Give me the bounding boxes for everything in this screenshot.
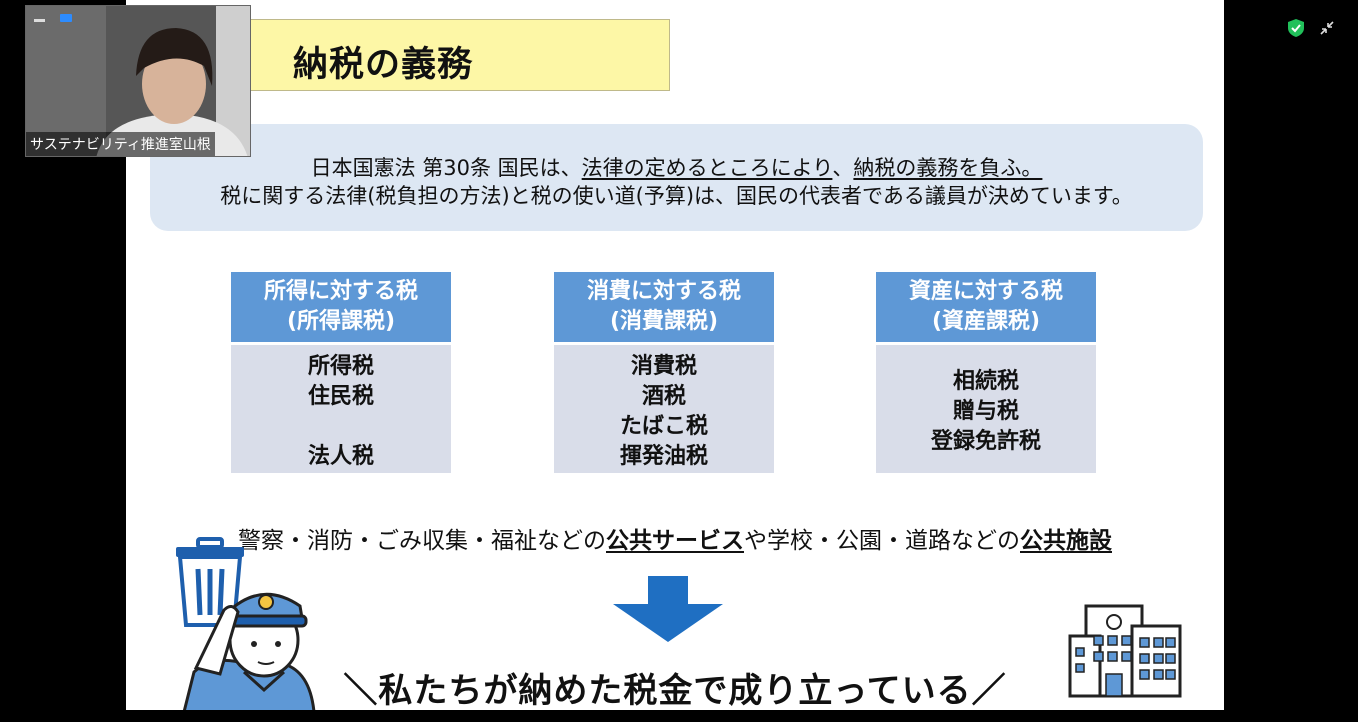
category-consumption-tax: 消費に対する税 (消費課税) 消費税 酒税 たばこ税 揮発油税 — [554, 272, 774, 473]
services-middle: や学校・公園・道路などの — [744, 528, 1020, 554]
tax-item: 法人税 — [307, 444, 374, 469]
category-title: 消費に対する税 — [586, 279, 741, 304]
tax-item: 酒税 — [641, 384, 686, 409]
public-services-text: 警察・消防・ごみ収集・福祉などの公共サービスや学校・公園・道路などの公共施設 — [126, 521, 1224, 555]
tax-item-spacer — [231, 412, 451, 442]
category-subtitle: (所得課税) — [286, 309, 396, 334]
participant-video-feed — [26, 6, 250, 156]
slide-title-box: 納税の義務 — [250, 19, 670, 91]
category-items: 所得税 住民税 法人税 — [231, 345, 451, 473]
police-officer-icon — [182, 592, 316, 710]
services-underlined-1: 公共サービス — [606, 528, 744, 554]
category-title: 所得に対する税 — [263, 279, 418, 304]
presentation-slide: 納税の義務 日本国憲法 第30条 国民は、法律の定めるところにより、納税の義務を… — [126, 0, 1224, 710]
category-subtitle: (消費課税) — [609, 309, 719, 334]
law-line-1: 日本国憲法 第30条 国民は、法律の定めるところにより、納税の義務を負ふ。 — [150, 152, 1203, 182]
slide-title: 納税の義務 — [293, 45, 474, 85]
tax-item: 住民税 — [307, 384, 374, 409]
category-header: 所得に対する税 (所得課税) — [231, 272, 451, 342]
services-prefix: 警察・消防・ごみ収集・福祉などの — [238, 528, 606, 554]
tax-item: 登録免許税 — [930, 429, 1041, 454]
law-quote-box: 日本国憲法 第30条 国民は、法律の定めるところにより、納税の義務を負ふ。 税に… — [150, 124, 1203, 231]
category-items: 相続税 贈与税 登録免許税 — [876, 345, 1096, 473]
tax-item: 揮発油税 — [619, 444, 708, 469]
law-prefix: 日本国憲法 第30条 国民は、 — [310, 156, 582, 180]
participant-name: サステナビリティ推進室山根 — [26, 132, 215, 156]
category-header: 消費に対する税 (消費課税) — [554, 272, 774, 342]
category-income-tax: 所得に対する税 (所得課税) 所得税 住民税 法人税 — [231, 272, 451, 473]
category-subtitle: (資産課税) — [931, 309, 1041, 334]
category-items: 消費税 酒税 たばこ税 揮発油税 — [554, 345, 774, 473]
category-header: 資産に対する税 (資産課税) — [876, 272, 1096, 342]
law-comma: 、 — [832, 156, 854, 180]
law-underlined-1: 法律の定めるところにより — [581, 156, 833, 180]
down-arrow-icon — [613, 576, 723, 642]
school-building-icon — [1068, 604, 1182, 698]
tax-item: 消費税 — [630, 354, 697, 379]
minimize-icon[interactable] — [34, 19, 45, 22]
video-tile-controls — [28, 9, 72, 25]
trash-bin-icon — [176, 537, 244, 627]
tax-item: 贈与税 — [952, 399, 1019, 424]
exit-fullscreen-icon[interactable] — [1319, 20, 1335, 36]
shield-check-icon[interactable] — [1287, 18, 1305, 38]
view-toggle-icon[interactable] — [60, 14, 72, 22]
law-line-2: 税に関する法律(税負担の方法)と税の使い道(予算)は、国民の代表者である議員が決… — [220, 184, 1133, 208]
slogan-text: ＼私たちが納めた税金で成り立っている／ — [343, 671, 1007, 710]
participant-video-tile[interactable]: サステナビリティ推進室山根 — [25, 5, 251, 157]
tax-item: たばこ税 — [619, 414, 708, 439]
category-title: 資産に対する税 — [908, 279, 1063, 304]
tax-item: 所得税 — [307, 354, 374, 379]
tax-item: 相続税 — [952, 369, 1019, 394]
law-underlined-2: 納税の義務を負ふ。 — [853, 156, 1043, 180]
category-asset-tax: 資産に対する税 (資産課税) 相続税 贈与税 登録免許税 — [876, 272, 1096, 473]
services-underlined-2: 公共施設 — [1020, 528, 1112, 554]
